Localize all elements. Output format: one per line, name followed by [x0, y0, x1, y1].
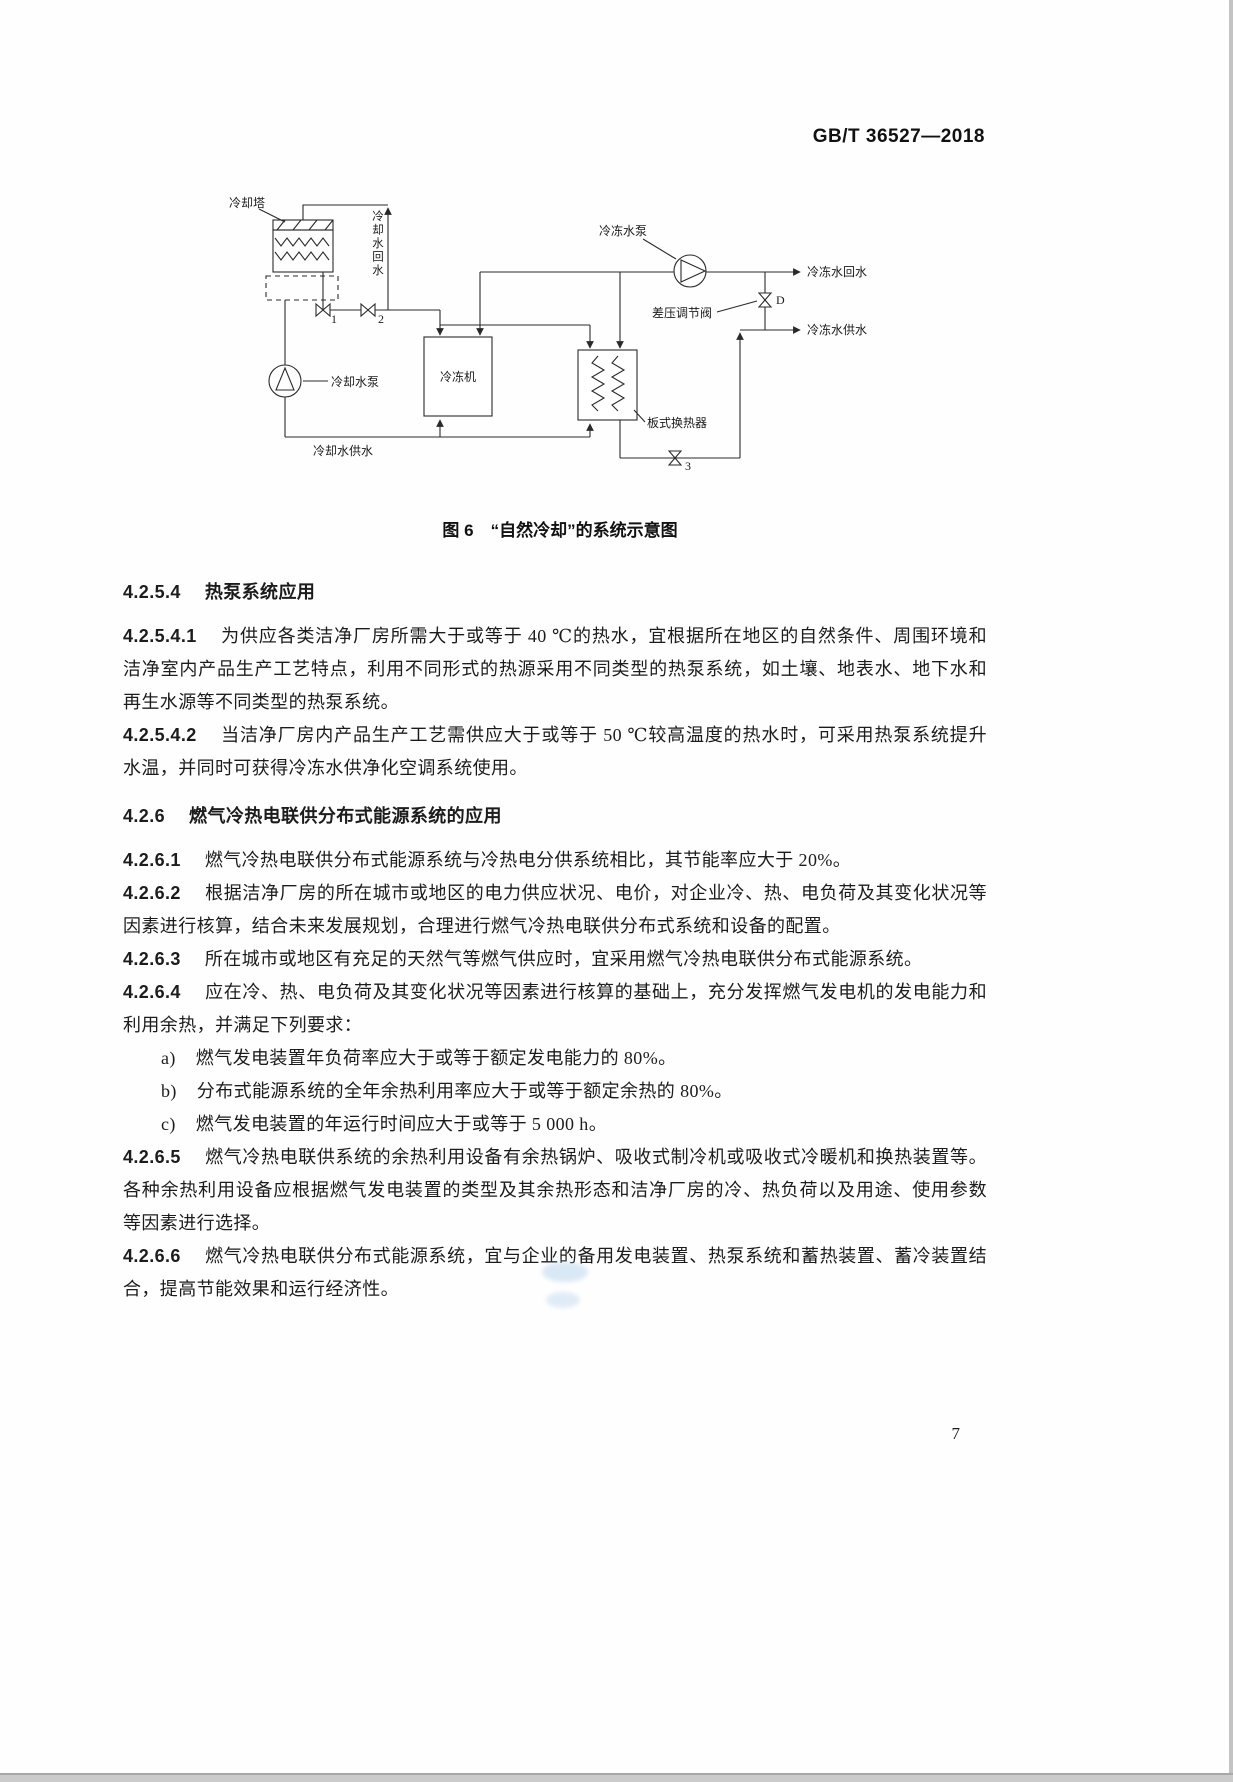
label-chilled-water-pump: 冷冻水泵	[599, 223, 647, 238]
label-cooling-water-return: 冷却水回水	[371, 210, 383, 278]
list-item: b) 分布式能源系统的全年余热利用率应大于或等于额定余热的 80%。	[123, 1075, 987, 1108]
clause-number: 4.2.5.4.2	[123, 725, 197, 745]
list-marker: c)	[161, 1114, 176, 1134]
label-plate-heat-exchanger: 板式换热器	[647, 416, 707, 430]
clause-body: 燃气冷热电联供分布式能源系统，宜与企业的备用发电装置、热泵系统和蓄热装置、蓄冷装…	[123, 1246, 987, 1299]
list-item: c) 燃气发电装置的年运行时间应大于或等于 5 000 h。	[123, 1108, 987, 1141]
cooling-tower-symbol	[265, 219, 339, 301]
chilled-water-pump-symbol	[673, 254, 707, 288]
list-text: 燃气发电装置的年运行时间应大于或等于 5 000 h。	[195, 1114, 608, 1134]
valve-1-symbol	[315, 302, 331, 318]
label-differential-pressure-valve: 差压调节阀	[652, 306, 712, 320]
label-cooling-tower: 冷却塔	[229, 196, 265, 210]
clause-body: 根据洁净厂房的所在城市或地区的电力供应状况、电价，对企业冷、热、电负荷及其变化状…	[123, 883, 987, 936]
clause-number: 4.2.6.5	[123, 1147, 181, 1167]
list-text: 分布式能源系统的全年余热利用率应大于或等于额定余热的 80%。	[196, 1081, 733, 1101]
clause-title: 燃气冷热电联供分布式能源系统的应用	[189, 806, 502, 826]
clause-body: 应在冷、热、电负荷及其变化状况等因素进行核算的基础上，充分发挥燃气发电机的发电能…	[123, 982, 987, 1035]
clause-paragraph: 4.2.6.3 所在城市或地区有充足的天然气等燃气供应时，宜采用燃气冷热电联供分布…	[123, 943, 987, 976]
scan-edge-bottom	[0, 1773, 1233, 1782]
clause-number: 4.2.6.1	[123, 850, 181, 870]
figure-caption: 图 6 “自然冷却”的系统示意图	[442, 521, 678, 540]
label-cooling-water-supply: 冷却水供水	[313, 444, 373, 458]
label-valve-2: 2	[378, 312, 384, 326]
clause-number: 4.2.6.3	[123, 949, 181, 969]
valve-2-symbol	[360, 302, 376, 318]
list-text: 燃气发电装置年负荷率应大于或等于额定发电能力的 80%。	[195, 1048, 677, 1068]
clause-number: 4.2.5.4	[123, 582, 181, 602]
clause-paragraph: 4.2.6.1 燃气冷热电联供分布式能源系统与冷热电分供系统相比，其节能率应大于 …	[123, 844, 987, 877]
clause-number: 4.2.6.6	[123, 1246, 181, 1266]
clause-number: 4.2.6	[123, 806, 166, 826]
page-number: 7	[951, 1424, 961, 1443]
clause-heading: 4.2.5.4 热泵系统应用	[123, 576, 987, 609]
clause-heading: 4.2.6 燃气冷热电联供分布式能源系统的应用	[123, 800, 987, 833]
system-schematic-svg: 冷却塔 冷冻水泵 冷冻水回水 差压调节阀 D 冷冻水供水 冷却水泵 冷冻机 板式…	[229, 196, 867, 473]
chiller-symbol	[423, 336, 493, 417]
clause-number: 4.2.6.2	[123, 883, 181, 903]
label-valve-d: D	[776, 293, 785, 307]
label-valve-3: 3	[685, 459, 691, 473]
plate-heat-exchanger-symbol	[577, 349, 638, 421]
scan-artifact	[546, 1292, 580, 1308]
standard-number: GB/T 36527—2018	[812, 126, 985, 147]
list-marker: a)	[161, 1048, 176, 1068]
clause-number: 4.2.5.4.1	[123, 626, 197, 646]
clause-number: 4.2.6.4	[123, 982, 181, 1002]
valve-3-symbol	[667, 450, 683, 466]
scan-artifact	[542, 1262, 588, 1282]
label-valve-1: 1	[331, 312, 337, 326]
label-chiller: 冷冻机	[440, 369, 476, 384]
label-chilled-water-return: 冷冻水回水	[807, 264, 867, 279]
clause-title: 热泵系统应用	[204, 582, 316, 602]
clause-body: 燃气冷热电联供系统的余热利用设备有余热锅炉、吸收式制冷机或吸收式冷暖机和换热装置…	[123, 1147, 987, 1233]
scan-edge-right	[1229, 0, 1233, 1782]
list-marker: b)	[161, 1081, 177, 1101]
clause-body: 当洁净厂房内产品生产工艺需供应大于或等于 50 ℃较高温度的热水时，可采用热泵系…	[123, 725, 987, 778]
clause-body: 燃气冷热电联供分布式能源系统与冷热电分供系统相比，其节能率应大于 20%。	[204, 850, 852, 870]
cooling-water-pump-symbol	[268, 364, 302, 398]
valve-d-symbol	[757, 292, 773, 308]
clause-body: 所在城市或地区有充足的天然气等燃气供应时，宜采用燃气冷热电联供分布式能源系统。	[204, 949, 923, 969]
clause-body: 为供应各类洁净厂房所需大于或等于 40 ℃的热水，宜根据所在地区的自然条件、周围…	[123, 626, 987, 712]
label-chilled-water-supply: 冷冻水供水	[807, 322, 867, 337]
figure-diagram: 冷却塔 冷冻水泵 冷冻水回水 差压调节阀 D 冷冻水供水 冷却水泵 冷冻机 板式…	[215, 180, 915, 490]
label-cooling-water-pump: 冷却水泵	[331, 375, 379, 389]
list-item: a) 燃气发电装置年负荷率应大于或等于额定发电能力的 80%。	[123, 1042, 987, 1075]
